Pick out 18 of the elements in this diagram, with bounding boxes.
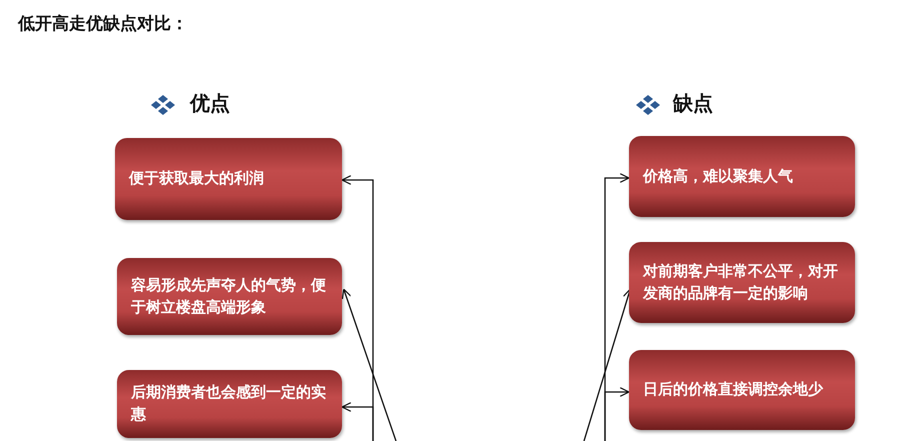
arrow	[604, 386, 630, 441]
arrow	[342, 288, 397, 441]
section-heading: 缺点	[673, 90, 713, 117]
text-box	[629, 242, 855, 323]
box-text: 价格高，难以聚集人气	[643, 166, 793, 187]
text-box	[629, 350, 855, 430]
text-box	[115, 138, 342, 220]
text-box	[117, 258, 342, 335]
text-box	[629, 136, 855, 217]
box-text: 容易形成先声夺人的气势，便于树立楼盘高端形象	[131, 274, 327, 318]
section-heading: 优点	[190, 90, 230, 117]
arrow	[342, 402, 374, 441]
box-text: 后期消费者也会感到一定的实惠	[131, 382, 327, 425]
text-box	[117, 370, 342, 438]
box-text: 日后的价格直接调控余地少	[643, 379, 823, 400]
box-text: 便于获取最大的利润	[129, 168, 264, 190]
box-text: 对前期客户非常不公平，对开发商的品牌有一定的影响	[643, 260, 839, 304]
title: 低开高走优缺点对比：	[18, 13, 188, 35]
